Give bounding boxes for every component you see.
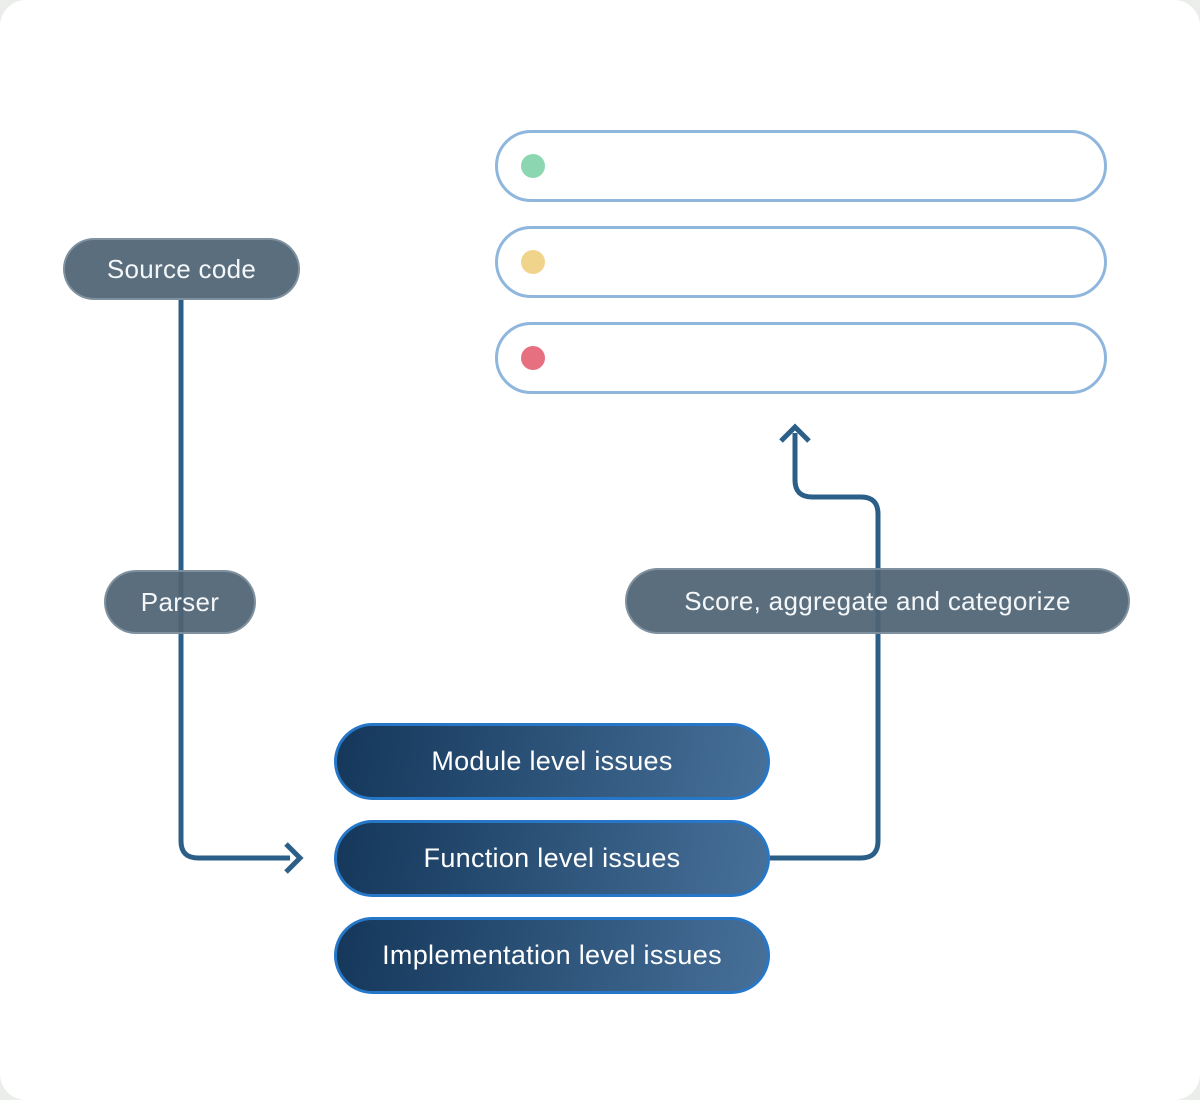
- node-implementation-level-issues-label: Implementation level issues: [382, 940, 722, 970]
- connector-issues-to-results: [770, 423, 881, 861]
- result-row: [495, 130, 1107, 202]
- node-score-label: Score, aggregate and categorize: [684, 585, 1071, 616]
- node-module-level-issues: Module level issues: [334, 723, 770, 800]
- red-status-dot-icon: [521, 346, 545, 370]
- result-row: [495, 322, 1107, 394]
- green-status-dot-icon: [521, 154, 545, 178]
- node-source-code-label: Source code: [106, 253, 257, 284]
- result-row: [495, 226, 1107, 298]
- connector-source-to-issues: [178, 300, 304, 874]
- arrow-up-icon: [779, 423, 811, 443]
- node-implementation-level-issues: Implementation level issues: [334, 917, 770, 994]
- node-source-code: Source code: [63, 238, 300, 300]
- node-parser: Parser: [104, 570, 256, 634]
- node-parser-label: Parser: [140, 586, 220, 617]
- node-score-aggregate-categorize: Score, aggregate and categorize: [625, 568, 1130, 634]
- arrow-right-icon: [284, 842, 304, 874]
- node-function-level-issues: Function level issues: [334, 820, 770, 897]
- node-function-level-issues-label: Function level issues: [423, 843, 681, 873]
- yellow-status-dot-icon: [521, 250, 545, 274]
- node-module-level-issues-label: Module level issues: [431, 746, 673, 776]
